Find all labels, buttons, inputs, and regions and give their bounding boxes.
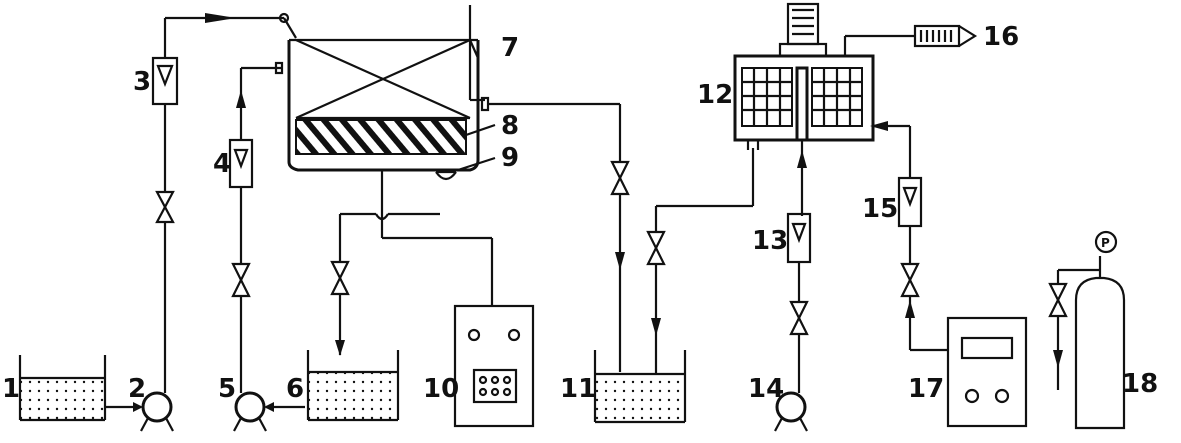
pump-2 [105, 391, 174, 432]
reactor-7 [287, 5, 485, 238]
pump-14 [774, 391, 808, 432]
collection-tank-6 [306, 350, 400, 422]
label-2: 2 [128, 374, 146, 404]
feed-tank-1 [18, 355, 107, 422]
gas-line-15 [870, 121, 948, 352]
label-7: 7 [501, 33, 519, 63]
controller-10 [382, 236, 535, 428]
collection-tank-11 [593, 350, 687, 424]
effluent-line [480, 96, 630, 372]
label-16: 16 [983, 22, 1019, 52]
label-18: 18 [1122, 369, 1158, 399]
gas-generator-17 [946, 316, 1028, 428]
label-11: 11 [560, 374, 596, 404]
label-3: 3 [133, 67, 151, 97]
label-5: 5 [218, 374, 236, 404]
label-1: 1 [2, 374, 20, 404]
electrochemical-reactor-12 [733, 2, 915, 216]
label-17: 17 [908, 374, 944, 404]
gas-cylinder-18 [1048, 230, 1126, 430]
label-6: 6 [286, 374, 304, 404]
pump-5 [233, 391, 305, 432]
label-13: 13 [752, 226, 788, 256]
feed-line-2 [151, 12, 297, 393]
label-10: 10 [423, 374, 459, 404]
transfer-line-12 [646, 148, 755, 374]
label-4: 4 [213, 149, 231, 179]
label-15: 15 [862, 194, 898, 224]
recycle-line-4 [228, 61, 284, 393]
label-14: 14 [748, 374, 784, 404]
label-9: 9 [501, 143, 519, 173]
sampling-line [330, 212, 440, 356]
pressure-gauge-symbol: P [1101, 236, 1110, 250]
circulation-line-13 [786, 212, 812, 393]
exhaust-filter-16 [913, 24, 978, 48]
label-8: 8 [501, 111, 519, 141]
label-12: 12 [697, 80, 733, 110]
